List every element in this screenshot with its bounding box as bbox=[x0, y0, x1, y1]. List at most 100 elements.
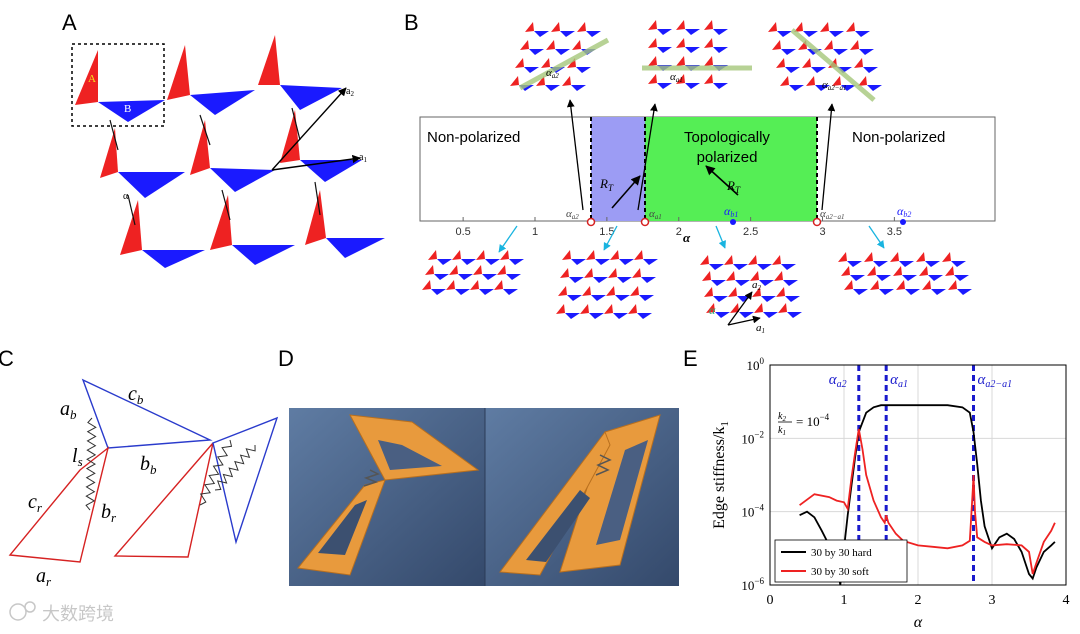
mini-red-triangle bbox=[702, 271, 711, 281]
mini-red-triangle bbox=[584, 268, 593, 278]
mini-red-triangle bbox=[846, 22, 855, 32]
lattice-red-triangle bbox=[190, 120, 210, 175]
mini-blue-triangle bbox=[485, 259, 500, 265]
mini-red-triangle bbox=[724, 255, 733, 265]
mini-blue-triangle bbox=[431, 289, 446, 295]
panel-c-letter: C bbox=[0, 346, 14, 371]
mini-red-triangle bbox=[844, 280, 853, 290]
chart-series bbox=[799, 404, 1056, 585]
red-quad-c1 bbox=[8, 446, 110, 563]
label-l-s: ls bbox=[72, 445, 83, 469]
cutout-top-left bbox=[378, 440, 442, 470]
mini-blue-triangle bbox=[589, 313, 604, 319]
mini-blue-triangle bbox=[815, 85, 830, 91]
label-alpha-a: α bbox=[123, 191, 129, 202]
chart-frame bbox=[769, 364, 1067, 586]
mini-red-triangle bbox=[648, 56, 657, 66]
legend-box bbox=[774, 539, 908, 583]
mini-red-triangle bbox=[676, 74, 685, 84]
mini-red-triangle bbox=[752, 287, 761, 297]
mini-red-triangle bbox=[582, 286, 591, 296]
red-triangle-c2 bbox=[113, 442, 214, 558]
mini-red-triangle bbox=[704, 74, 713, 84]
mini-blue-triangle bbox=[879, 289, 894, 295]
lattice-top-alpha-a2 bbox=[510, 22, 601, 91]
mini-red-triangle bbox=[551, 22, 560, 32]
mini-blue-triangle bbox=[555, 49, 570, 55]
tick-label-b: 1.5 bbox=[599, 226, 614, 238]
mini-red-triangle bbox=[562, 76, 571, 86]
vline-label: αa2−a1 bbox=[978, 372, 1013, 390]
lattice-red-triangle bbox=[210, 195, 232, 250]
mini-blue-triangle bbox=[783, 280, 798, 286]
label-alpha-a2-a1: αa2−a1 bbox=[820, 208, 845, 221]
mini-blue-triangle bbox=[781, 49, 796, 55]
inset-alpha-label: α bbox=[709, 303, 716, 317]
cyan-arrow-1 bbox=[498, 225, 518, 253]
label-alpha-a1: αa1 bbox=[649, 208, 662, 221]
mini-red-triangle bbox=[541, 58, 550, 68]
mini-blue-triangle bbox=[565, 313, 580, 319]
photo-left-linkage bbox=[297, 414, 480, 576]
mini-red-triangle bbox=[728, 287, 737, 297]
mini-red-triangle bbox=[577, 22, 586, 32]
mini-red-triangle bbox=[948, 280, 957, 290]
mini-red-triangle bbox=[922, 280, 931, 290]
mini-blue-triangle bbox=[855, 31, 870, 37]
mini-blue-triangle bbox=[713, 47, 728, 53]
ratio-value: = 10−4 bbox=[796, 412, 830, 429]
mini-blue-triangle bbox=[591, 295, 606, 301]
lattice-blue-triangle bbox=[232, 245, 295, 265]
mini-blue-triangle bbox=[617, 277, 632, 283]
label-alpha-b1: αb1 bbox=[724, 204, 738, 219]
photo-right-linkage bbox=[499, 414, 661, 576]
lattice-red-triangle bbox=[258, 35, 280, 85]
legend-label-soft: 30 by 30 soft bbox=[811, 566, 869, 578]
label-a2: a2 bbox=[346, 86, 354, 98]
label-non-polarized-left: Non-polarized bbox=[427, 129, 520, 146]
vector-a1-arrow bbox=[271, 154, 361, 171]
x-axis-label: α bbox=[914, 614, 923, 631]
lattice-red-triangle bbox=[120, 200, 142, 255]
panel-b-letter: B bbox=[404, 10, 419, 35]
mini-red-triangle bbox=[772, 255, 781, 265]
mini-blue-triangle bbox=[657, 83, 672, 89]
lattice-bottom-4 bbox=[838, 252, 972, 295]
legend: 30 by 30 hard 30 by 30 soft bbox=[774, 539, 908, 583]
spring-right-2 bbox=[214, 444, 256, 491]
mini-red-triangle bbox=[890, 252, 899, 262]
lattice-blue-triangle bbox=[326, 238, 385, 258]
mini-red-triangle bbox=[700, 255, 709, 265]
inset-alpha-a2: αa2 bbox=[546, 67, 559, 80]
lattice-blue-triangle bbox=[118, 172, 185, 198]
watermark-text: 大数跨境 bbox=[42, 604, 114, 624]
mini-blue-triangle bbox=[595, 259, 610, 265]
mini-blue-triangle bbox=[637, 313, 652, 319]
mini-red-triangle bbox=[726, 271, 735, 281]
lattice-bond bbox=[199, 114, 211, 146]
lattice-red-triangle bbox=[100, 128, 118, 178]
mini-blue-triangle bbox=[709, 264, 724, 270]
mini-red-triangle bbox=[896, 280, 905, 290]
mini-blue-triangle bbox=[503, 289, 518, 295]
mini-blue-triangle bbox=[850, 275, 865, 281]
mini-red-triangle bbox=[820, 22, 829, 32]
inset-a2-label: a2 bbox=[752, 279, 762, 292]
mini-red-triangle bbox=[676, 38, 685, 48]
mini-blue-triangle bbox=[639, 295, 654, 301]
mini-blue-triangle bbox=[571, 259, 586, 265]
y-axis-label: Edge stiffness/k1 bbox=[711, 421, 731, 529]
tick-label-b: 3.5 bbox=[887, 226, 902, 238]
mini-red-triangle bbox=[704, 20, 713, 30]
mini-red-triangle bbox=[648, 74, 657, 84]
tick-label-b: 2.5 bbox=[743, 226, 758, 238]
y-tick-label: 10−4 bbox=[741, 503, 764, 520]
mini-blue-triangle bbox=[928, 275, 943, 281]
mini-blue-triangle bbox=[733, 264, 748, 270]
cutout-right-2 bbox=[526, 490, 590, 562]
mini-red-triangle bbox=[634, 250, 643, 260]
orange-triangle-right bbox=[499, 430, 611, 576]
label-triangle-b: B bbox=[124, 103, 131, 115]
mini-red-triangle bbox=[520, 40, 529, 50]
